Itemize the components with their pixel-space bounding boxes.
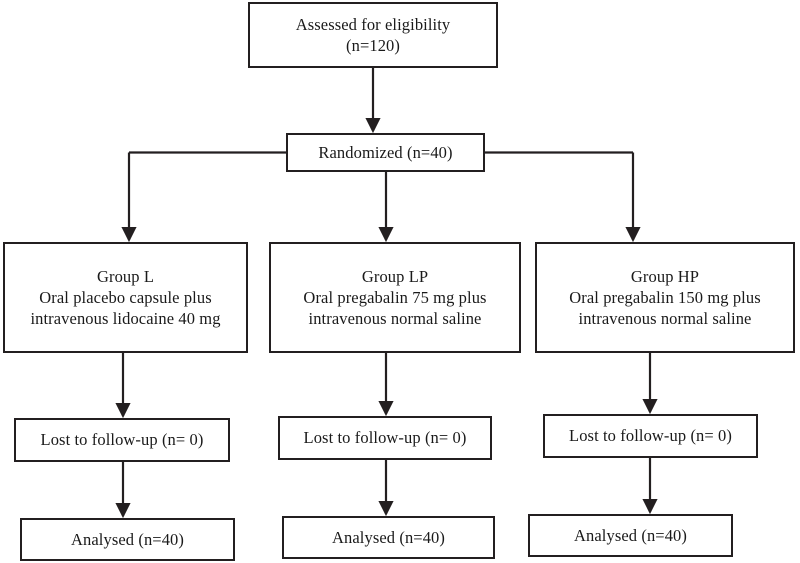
analysed-hp-line-1: Analysed (n=40): [574, 525, 687, 545]
node-group-lp: Group LP Oral pregabalin 75 mg plus intr…: [269, 242, 521, 353]
node-analysed-l: Analysed (n=40): [20, 518, 235, 561]
lost-hp-line-1: Lost to follow-up (n= 0): [569, 426, 732, 446]
randomized-line-1: Randomized (n=40): [318, 142, 453, 162]
node-group-l: Group L Oral placebo capsule plus intrav…: [3, 242, 248, 353]
analysed-l-line-1: Analysed (n=40): [71, 529, 184, 549]
group-l-line-3: intravenous lidocaine 40 mg: [30, 309, 221, 329]
node-lost-to-follow-up-lp: Lost to follow-up (n= 0): [278, 416, 492, 460]
group-l-line-2: Oral placebo capsule plus: [39, 287, 212, 307]
node-assessed-for-eligibility: Assessed for eligibility (n=120): [248, 2, 498, 68]
group-lp-line-3: intravenous normal saline: [308, 309, 482, 329]
group-lp-line-1: Group LP: [361, 266, 429, 286]
assessed-line-2: (n=120): [346, 36, 400, 55]
group-hp-line-1: Group HP: [630, 266, 700, 286]
node-analysed-lp: Analysed (n=40): [282, 516, 495, 559]
node-lost-to-follow-up-hp: Lost to follow-up (n= 0): [543, 414, 758, 458]
node-group-hp: Group HP Oral pregabalin 150 mg plus int…: [535, 242, 795, 353]
group-l-line-1: Group L: [96, 266, 155, 286]
assessed-line-1: Assessed for eligibility: [295, 14, 451, 34]
group-lp-line-2: Oral pregabalin 75 mg plus: [303, 287, 487, 307]
node-randomized: Randomized (n=40): [286, 133, 485, 172]
lost-l-line-1: Lost to follow-up (n= 0): [40, 430, 204, 450]
lost-lp-line-1: Lost to follow-up (n= 0): [303, 428, 467, 448]
analysed-lp-line-1: Analysed (n=40): [332, 527, 445, 547]
group-hp-line-3: intravenous normal saline: [578, 309, 752, 329]
node-lost-to-follow-up-l: Lost to follow-up (n= 0): [14, 418, 230, 462]
group-hp-line-2: Oral pregabalin 150 mg plus: [569, 287, 761, 307]
node-analysed-hp: Analysed (n=40): [528, 514, 733, 557]
